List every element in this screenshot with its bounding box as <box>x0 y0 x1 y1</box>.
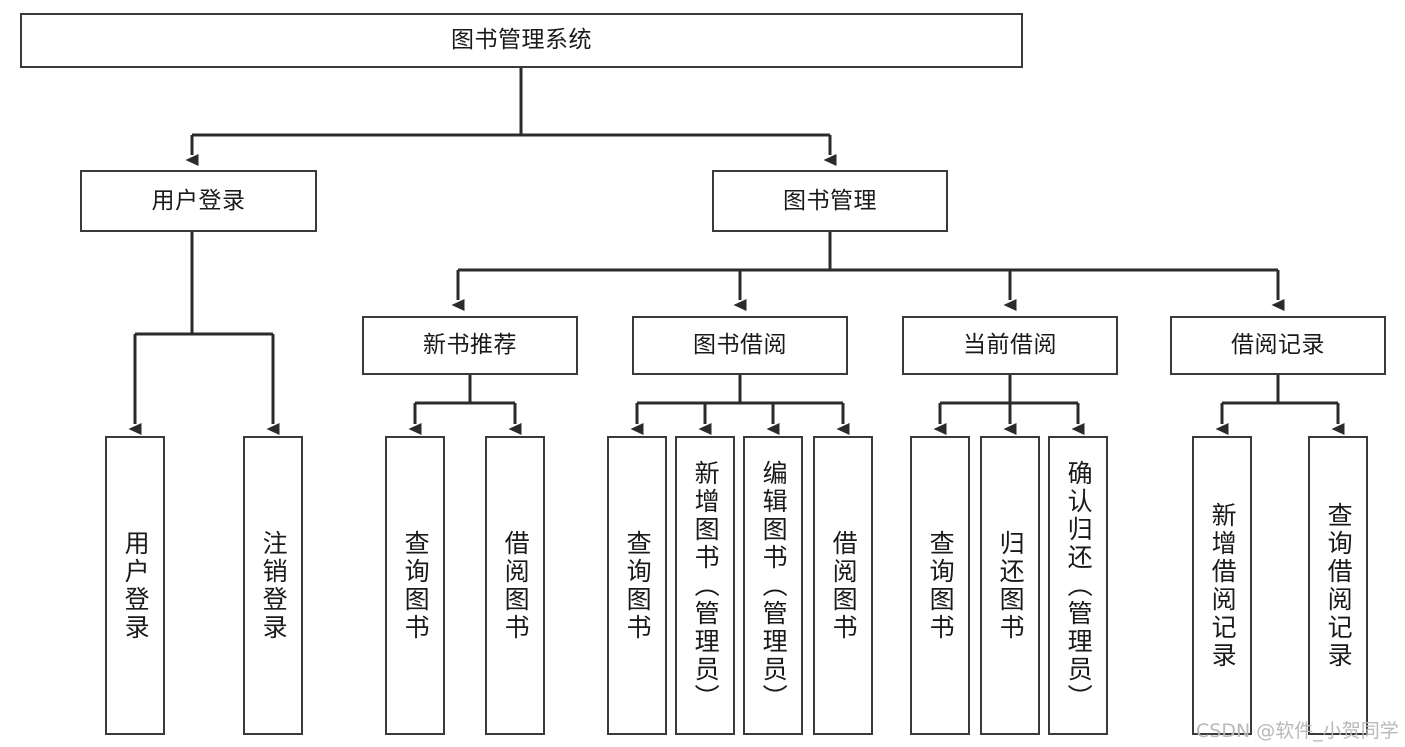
node-leaf-borrow-book-2[interactable]: 借阅图书 <box>813 436 873 735</box>
node-new-book-recommend[interactable]: 新书推荐 <box>362 316 578 375</box>
node-book-borrow[interactable]: 图书借阅 <box>632 316 848 375</box>
node-leaf-return-book[interactable]: 归还图书 <box>980 436 1040 735</box>
node-leaf-query-record-label: 查询借阅记录 <box>1324 501 1354 670</box>
node-leaf-query-book-1[interactable]: 查询图书 <box>385 436 445 735</box>
node-borrow-record[interactable]: 借阅记录 <box>1170 316 1386 375</box>
node-leaf-user-login-label: 用户登录 <box>121 529 151 642</box>
node-leaf-add-book-label: 新增图书（管理员） <box>691 459 721 712</box>
node-new-book-recommend-label: 新书推荐 <box>423 332 517 358</box>
node-leaf-confirm-return-label: 确认归还（管理员） <box>1064 459 1094 712</box>
node-leaf-query-book-2-label: 查询图书 <box>623 529 653 642</box>
node-leaf-query-book-1-label: 查询图书 <box>401 529 431 642</box>
node-leaf-query-book-3[interactable]: 查询图书 <box>910 436 970 735</box>
node-leaf-confirm-return[interactable]: 确认归还（管理员） <box>1048 436 1108 735</box>
node-leaf-user-login[interactable]: 用户登录 <box>105 436 165 735</box>
node-leaf-borrow-book-1[interactable]: 借阅图书 <box>485 436 545 735</box>
node-leaf-return-book-label: 归还图书 <box>996 529 1026 642</box>
node-root[interactable]: 图书管理系统 <box>20 13 1023 68</box>
node-user-login-label: 用户登录 <box>151 187 246 214</box>
node-leaf-borrow-book-1-label: 借阅图书 <box>501 529 531 642</box>
node-current-borrow[interactable]: 当前借阅 <box>902 316 1118 375</box>
node-user-login[interactable]: 用户登录 <box>80 170 317 232</box>
node-book-borrow-label: 图书借阅 <box>693 332 787 358</box>
node-leaf-edit-book[interactable]: 编辑图书（管理员） <box>743 436 803 735</box>
node-leaf-add-record[interactable]: 新增借阅记录 <box>1192 436 1252 735</box>
node-leaf-add-record-label: 新增借阅记录 <box>1208 501 1238 670</box>
node-leaf-query-record[interactable]: 查询借阅记录 <box>1308 436 1368 735</box>
node-leaf-logout[interactable]: 注销登录 <box>243 436 303 735</box>
node-borrow-record-label: 借阅记录 <box>1231 332 1325 358</box>
node-leaf-add-book[interactable]: 新增图书（管理员） <box>675 436 735 735</box>
node-leaf-edit-book-label: 编辑图书（管理员） <box>759 459 789 712</box>
node-current-borrow-label: 当前借阅 <box>963 332 1057 358</box>
node-book-manage[interactable]: 图书管理 <box>712 170 948 232</box>
node-leaf-logout-label: 注销登录 <box>259 529 289 642</box>
node-leaf-query-book-3-label: 查询图书 <box>926 529 956 642</box>
node-book-manage-label: 图书管理 <box>783 187 877 214</box>
node-leaf-borrow-book-2-label: 借阅图书 <box>829 529 859 642</box>
node-root-label: 图书管理系统 <box>451 27 592 53</box>
node-leaf-query-book-2[interactable]: 查询图书 <box>607 436 667 735</box>
csdn-watermark: CSDN @软件_小贺同学 <box>1196 720 1399 742</box>
